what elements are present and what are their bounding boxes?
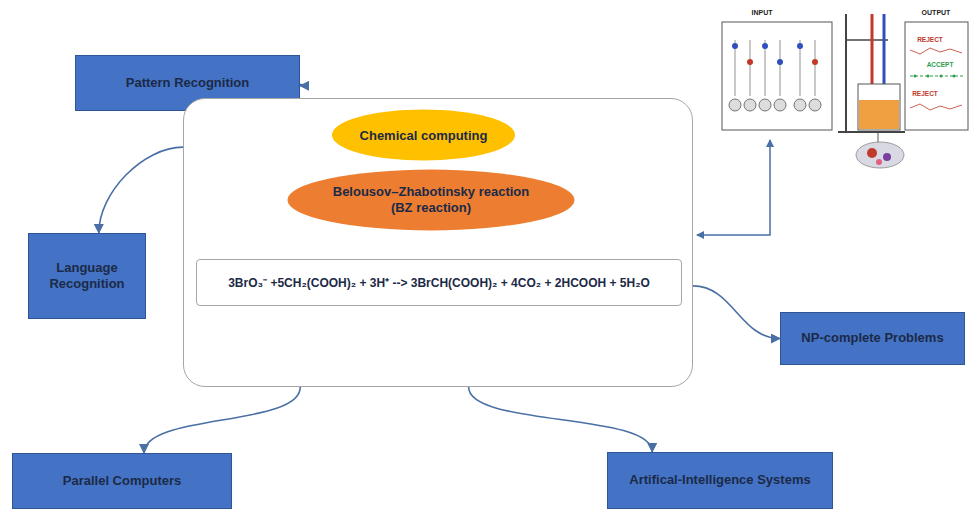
curved-arrow bbox=[693, 286, 780, 339]
chart-label: OUTPUT bbox=[921, 9, 952, 17]
equation-text: 3BrO₃⁻ +5CH₂(COOH)₂ + 3H⁺ --> 3BrCH(COOH… bbox=[228, 274, 650, 291]
curved-arrow bbox=[99, 147, 183, 233]
chart-label: ACCEPT bbox=[926, 61, 955, 68]
node-label: Parallel Computers bbox=[63, 473, 182, 489]
node-label: Artifical-Intelligence Systems bbox=[629, 472, 810, 488]
beaker-setup bbox=[838, 14, 905, 168]
node-label: Belousov–Zhabotinsky reaction (BZ reacti… bbox=[327, 184, 536, 217]
curved-arrow bbox=[144, 387, 300, 453]
chart-label: INPUT bbox=[751, 9, 774, 17]
chart-label: REJECT bbox=[916, 36, 944, 43]
chart-label: REJECT bbox=[911, 90, 939, 97]
input-panel bbox=[722, 22, 832, 130]
topic-box: Artifical-Intelligence Systems bbox=[607, 452, 833, 509]
computing-panel: Chemical computingBelousov–Zhabotinsky r… bbox=[183, 98, 693, 387]
topic-box: Parallel Computers bbox=[12, 453, 232, 509]
node-label: Pattern Recognition bbox=[126, 75, 250, 91]
title-ellipse: Chemical computing bbox=[331, 109, 516, 161]
topic-box: Language Recognition bbox=[28, 233, 146, 319]
equation-box: 3BrO₃⁻ +5CH₂(COOH)₂ + 3H⁺ --> 3BrCH(COOH… bbox=[196, 259, 682, 306]
node-label: NP-complete Problems bbox=[801, 330, 943, 346]
output-chart bbox=[905, 22, 968, 130]
link-arrow bbox=[697, 140, 770, 235]
node-label: Chemical computing bbox=[360, 128, 488, 143]
reaction-ellipse: Belousov–Zhabotinsky reaction (BZ reacti… bbox=[286, 169, 576, 231]
curved-arrow bbox=[469, 387, 653, 452]
node-label: Language Recognition bbox=[35, 260, 139, 293]
topic-box: NP-complete Problems bbox=[780, 312, 965, 365]
